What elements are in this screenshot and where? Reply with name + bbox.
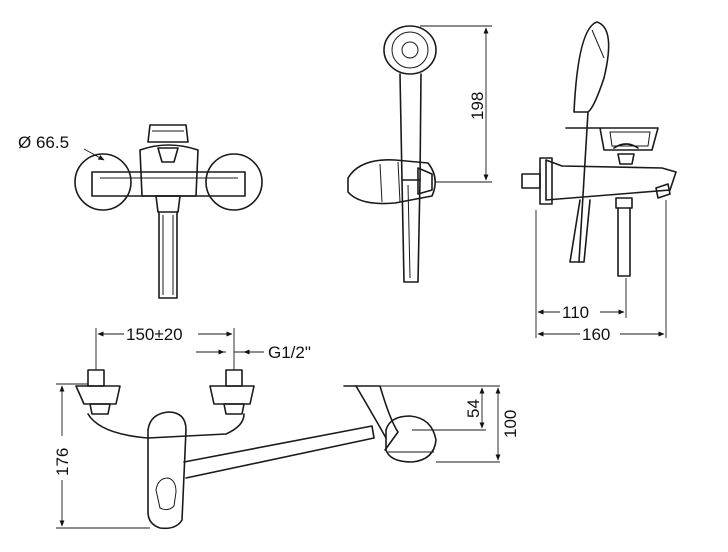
dim-height-100: 100 <box>501 410 520 438</box>
dim-height-176: 176 <box>53 448 72 476</box>
dim-depth-110: 110 <box>562 303 589 322</box>
front-view: Ø 66.5 <box>18 124 263 299</box>
dim-handshower-height: 198 <box>468 92 487 120</box>
dim-diameter: Ø 66.5 <box>18 133 69 152</box>
handshower-view: 198 <box>347 25 492 283</box>
dim-centers: 150±20 <box>126 325 183 344</box>
dim-depth-160: 160 <box>582 325 610 344</box>
dim-thread: G1/2" <box>268 343 311 362</box>
bottom-view: 150±20 G1/2" 176 54 100 <box>50 324 520 530</box>
side-view: 110 160 <box>521 21 677 344</box>
dim-height-54: 54 <box>464 399 483 418</box>
